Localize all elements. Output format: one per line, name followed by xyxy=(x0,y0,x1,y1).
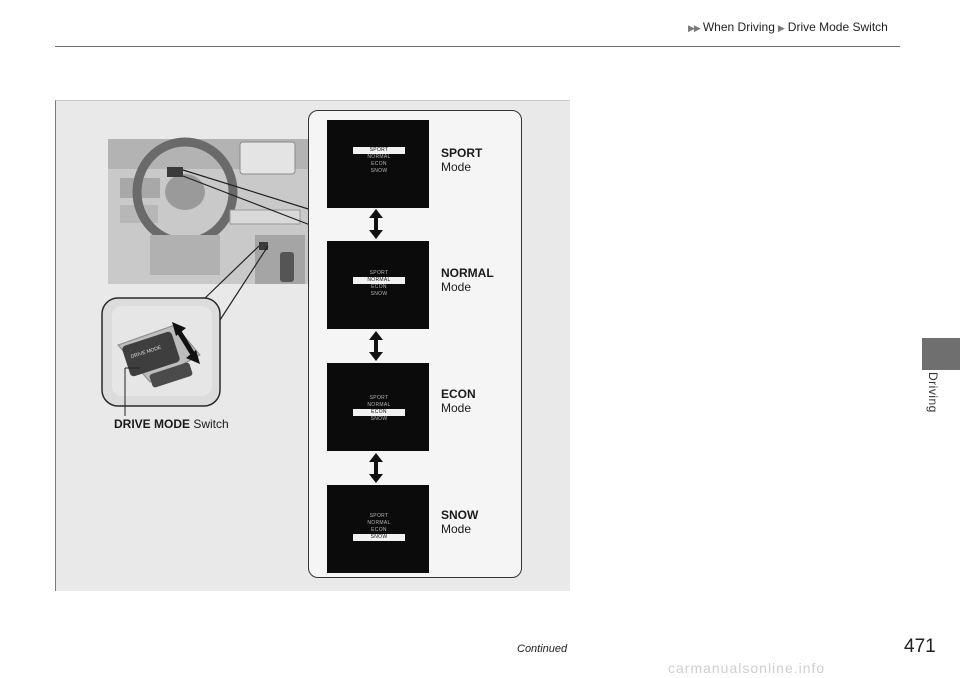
switch-label-rest: Switch xyxy=(190,417,229,431)
menu-item-normal: NORMAL xyxy=(367,154,391,160)
switch-detail: DRIVE MODE xyxy=(101,297,221,416)
drive-mode-switch-label: DRIVE MODE Switch xyxy=(114,417,229,431)
switch-label-bold: DRIVE MODE xyxy=(114,417,191,431)
header-rule xyxy=(55,46,900,47)
mode-suffix: Mode xyxy=(441,401,472,415)
mode-label-snow: SNOW Mode xyxy=(441,508,478,536)
continued-label: Continued xyxy=(517,643,568,655)
breadcrumb: ▶▶When Driving▶Drive Mode Switch xyxy=(688,20,888,34)
mode-label-normal: NORMAL Mode xyxy=(441,266,494,294)
snow-mode-screen: SPORT NORMAL ECON SNOW xyxy=(327,485,429,573)
menu-item-snow: SNOW xyxy=(370,416,388,422)
dashboard-photo xyxy=(108,137,319,321)
mode-name: NORMAL xyxy=(441,266,494,280)
mode-name: SPORT xyxy=(441,146,483,160)
chapter-label: Driving xyxy=(926,372,940,413)
menu-item-snow: SNOW xyxy=(370,168,388,174)
arrow-icon: ▶ xyxy=(777,23,785,33)
menu-item-sport: SPORT xyxy=(369,513,389,519)
double-arrow-icon xyxy=(369,209,383,239)
mode-suffix: Mode xyxy=(441,522,472,536)
mode-suffix: Mode xyxy=(441,160,472,174)
mode-label-econ: ECON Mode xyxy=(441,387,476,415)
breadcrumb-item[interactable]: When Driving xyxy=(702,20,775,34)
menu-item-sport: SPORT xyxy=(369,395,389,401)
breadcrumb-item[interactable]: Drive Mode Switch xyxy=(787,20,888,34)
menu-item-snow: SNOW xyxy=(353,534,405,541)
menu-item-normal: NORMAL xyxy=(367,520,391,526)
menu-item-econ: ECON xyxy=(371,527,387,533)
menu-item-normal: NORMAL xyxy=(367,402,391,408)
menu-item-normal: NORMAL xyxy=(353,277,405,284)
mode-label-sport: SPORT Mode xyxy=(441,146,482,174)
chapter-tab[interactable] xyxy=(922,338,960,370)
page-number: 471 xyxy=(904,636,936,657)
normal-mode-screen: SPORT NORMAL ECON SNOW xyxy=(327,241,429,329)
menu-item-sport: SPORT xyxy=(369,270,389,276)
menu-item-econ: ECON xyxy=(371,284,387,290)
double-arrow-icon xyxy=(369,331,383,361)
sport-mode-screen: SPORT NORMAL ECON SNOW xyxy=(327,120,429,208)
mode-name: ECON xyxy=(441,387,476,401)
menu-item-snow: SNOW xyxy=(370,291,388,297)
watermark: carmanualsonline.info xyxy=(668,660,826,676)
double-arrow-icon xyxy=(369,453,383,483)
double-arrow-icon: ▶▶ xyxy=(688,23,701,33)
menu-item-econ: ECON xyxy=(353,409,405,416)
menu-item-econ: ECON xyxy=(371,161,387,167)
mode-name: SNOW xyxy=(441,508,479,522)
econ-mode-screen: SPORT NORMAL ECON SNOW xyxy=(327,363,429,451)
mode-suffix: Mode xyxy=(441,280,472,294)
menu-item-sport: SPORT xyxy=(353,147,405,154)
